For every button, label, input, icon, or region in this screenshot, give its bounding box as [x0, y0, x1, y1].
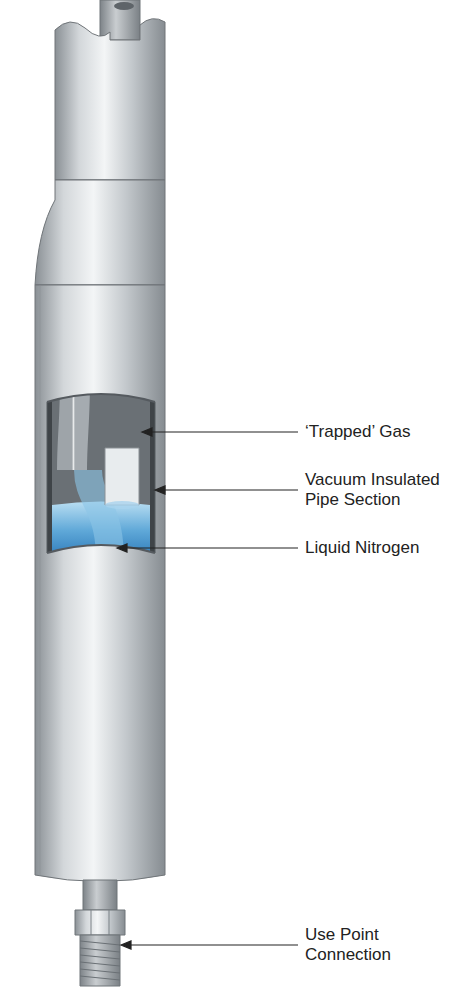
part-label: Vacuum Insulated Pipe Section: [305, 470, 450, 510]
part-label: ‘Trapped’ Gas: [305, 422, 450, 442]
part-label: Use Point Connection: [305, 925, 450, 965]
part-label: Liquid Nitrogen: [305, 538, 450, 558]
